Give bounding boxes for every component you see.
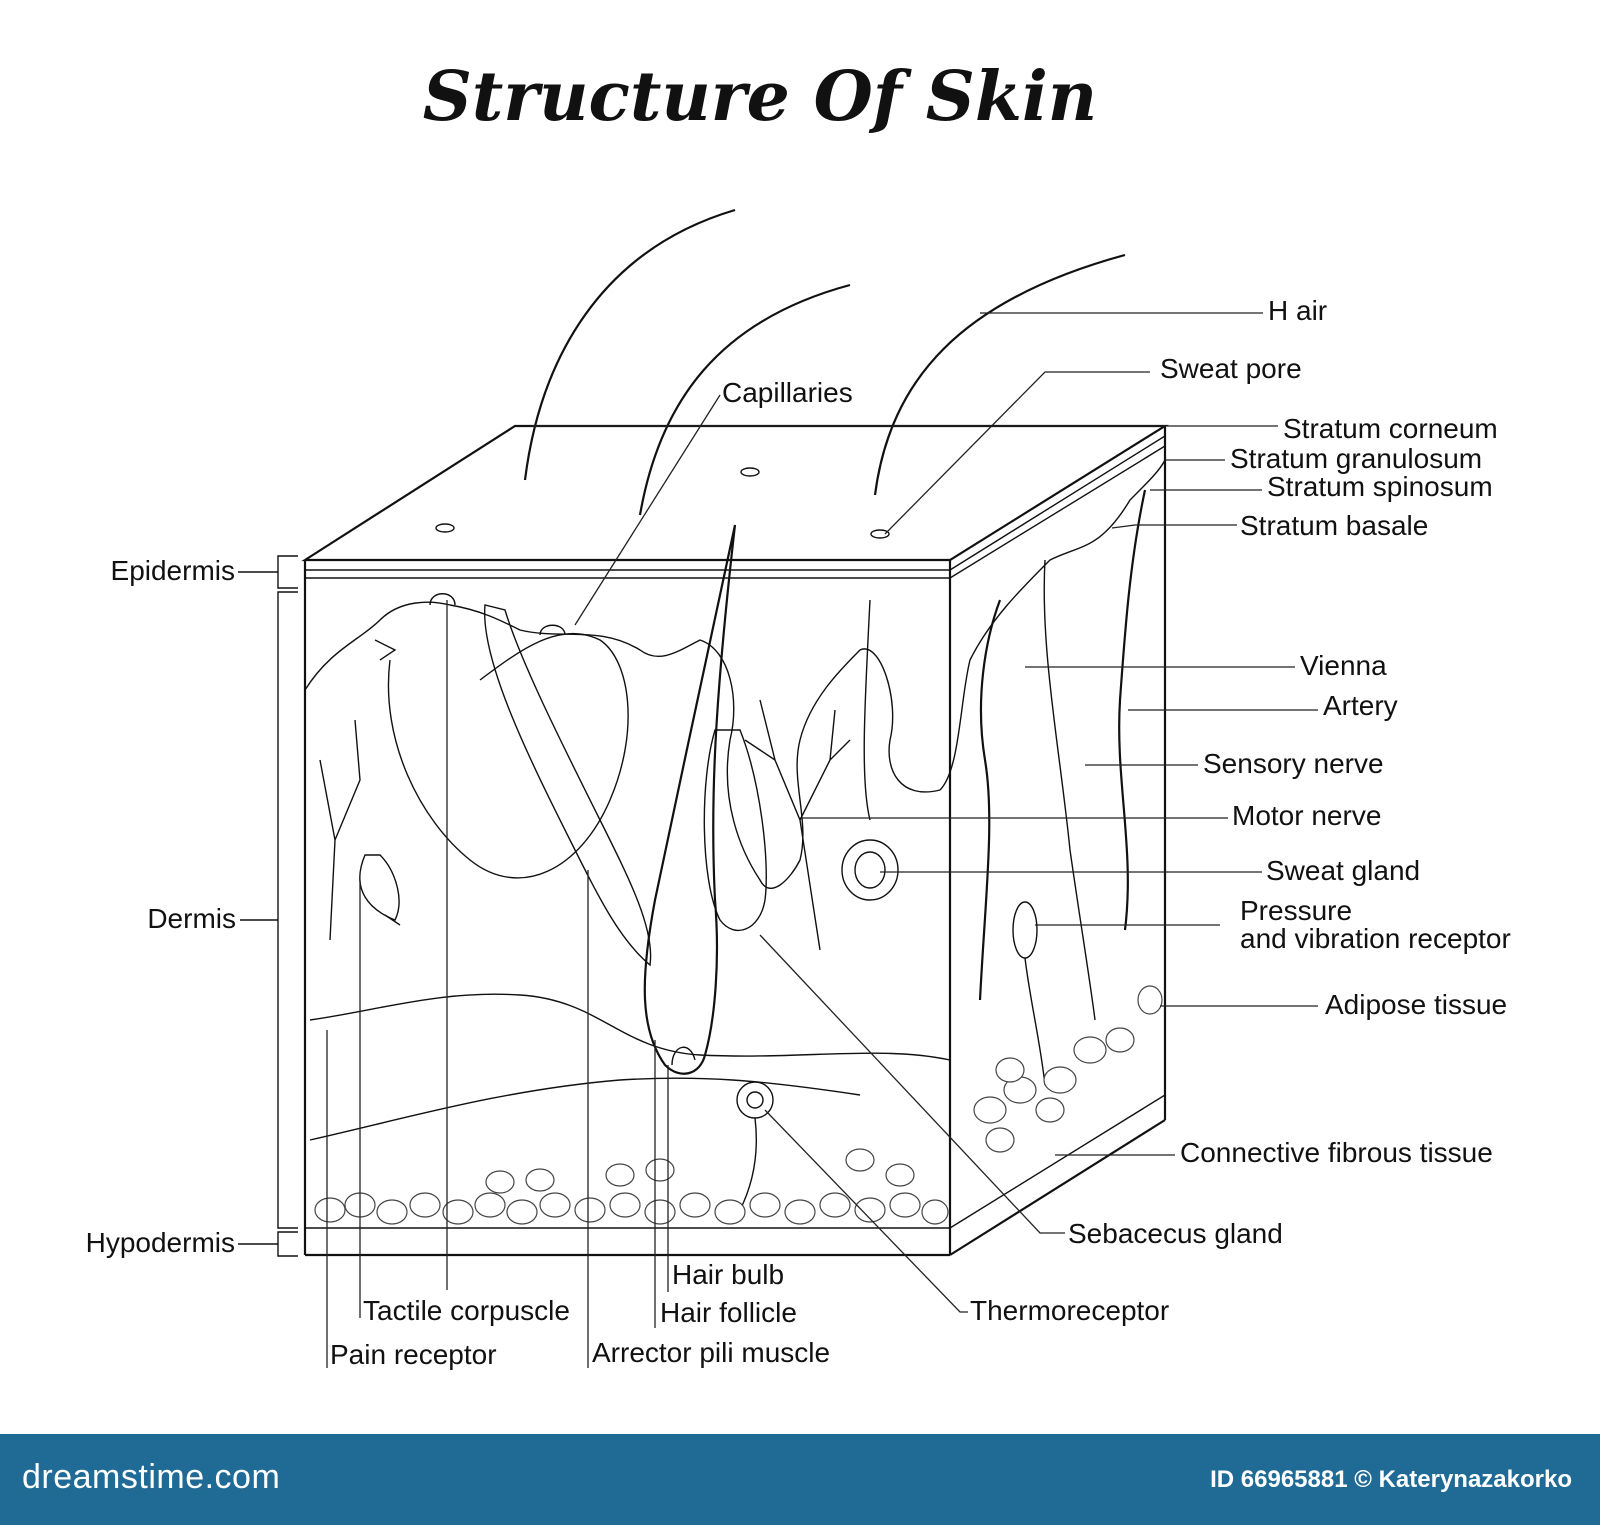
- label-connective-tissue: Connective fibrous tissue: [1180, 1137, 1493, 1168]
- skin-diagram: Structure Of Skin: [86, 57, 1511, 1370]
- adipose-cells: [314, 985, 1163, 1225]
- label-motor-nerve: Motor nerve: [1232, 800, 1381, 831]
- footer-credit: ID 66965881 © Katerynazakorko: [1210, 1466, 1572, 1493]
- arrector-pili-shape: [483, 604, 652, 967]
- label-sebaceous-gland: Sebacecus gland: [1068, 1218, 1283, 1249]
- footer-bar: dreamstime.com ID 66965881 © Katerynazak…: [0, 1434, 1600, 1525]
- sebaceous-gland-shape: [703, 729, 767, 931]
- label-capillaries: Capillaries: [722, 377, 853, 408]
- diagram-canvas: Structure Of Skin: [86, 57, 1511, 1370]
- leader-lines-right: [530, 312, 1318, 1313]
- label-sensory-nerve: Sensory nerve: [1203, 748, 1384, 779]
- label-hypodermis: Hypodermis: [86, 1227, 235, 1258]
- pacinian-corpuscle: [1012, 901, 1038, 959]
- label-thermoreceptor: Thermoreceptor: [970, 1295, 1169, 1326]
- hair-strand-3: [873, 253, 1126, 496]
- tactile-corpuscle-shape: [359, 854, 400, 921]
- label-stratum-spinosum: Stratum spinosum: [1267, 471, 1493, 502]
- label-pain-receptor: Pain receptor: [330, 1339, 497, 1370]
- label-hair-bulb: Hair bulb: [672, 1259, 784, 1290]
- footer-brand[interactable]: dreamstime.com: [22, 1458, 281, 1496]
- sweat-pore-opening: [435, 523, 455, 533]
- label-artery: Artery: [1323, 690, 1398, 721]
- label-pressure-line2: and vibration receptor: [1240, 923, 1511, 954]
- label-vienna: Vienna: [1300, 650, 1387, 681]
- label-dermis: Dermis: [147, 903, 236, 934]
- label-sweat-pore: Sweat pore: [1160, 353, 1302, 384]
- hair-follicle-shape: [643, 524, 737, 1075]
- vein-vessel: [978, 599, 1002, 1001]
- skin-surface: [301, 424, 1169, 562]
- label-sweat-gland: Sweat gland: [1266, 855, 1420, 886]
- motor-nerve-tree: [319, 699, 851, 951]
- label-epidermis: Epidermis: [111, 555, 235, 586]
- layer-brackets: [238, 555, 298, 1257]
- label-stratum-corneum: Stratum corneum: [1283, 413, 1498, 444]
- stratum-basale-wave: [304, 459, 1166, 889]
- sweat-gland-coil: [841, 599, 899, 901]
- leader-lines-bottom: [326, 600, 669, 1368]
- label-tactile-corpuscle: Tactile corpuscle: [363, 1295, 570, 1326]
- artery-vessel: [1118, 489, 1147, 931]
- sensory-nerve-path: [1043, 559, 1096, 1021]
- label-stratum-granulosum: Stratum granulosum: [1230, 443, 1482, 474]
- label-stratum-basale: Stratum basale: [1240, 510, 1428, 541]
- label-hair-follicle: Hair follicle: [660, 1297, 797, 1328]
- skin-block: [301, 424, 1169, 1257]
- label-arrector-pili: Arrector pili muscle: [592, 1337, 830, 1368]
- diagram-title: Structure Of Skin: [423, 57, 1097, 137]
- hair-strands: [435, 208, 1126, 539]
- hair-strand-2: [638, 283, 851, 516]
- label-hair: H air: [1268, 295, 1327, 326]
- label-adipose-tissue: Adipose tissue: [1325, 989, 1507, 1020]
- capillary-loops: [374, 593, 629, 879]
- vessels: [309, 489, 1147, 1141]
- label-pressure: Pressure: [1240, 895, 1352, 926]
- hair-strand-1: [523, 208, 736, 481]
